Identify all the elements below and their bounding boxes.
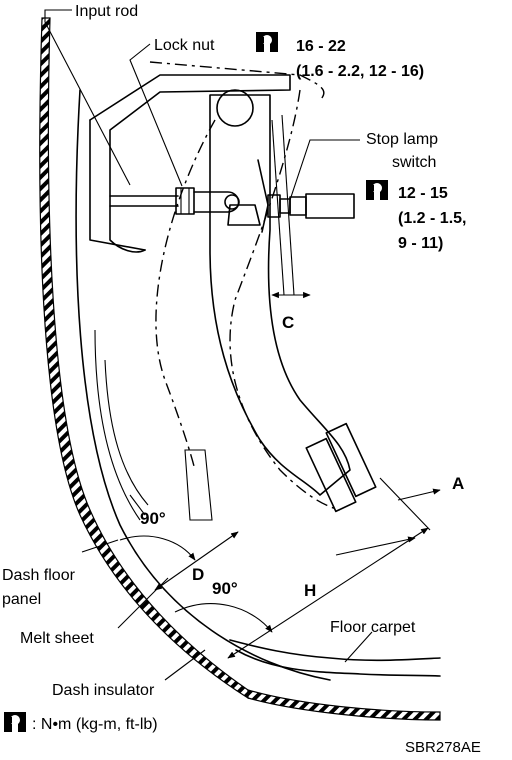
label-input-rod: Input rod [75, 3, 138, 20]
label-dim-c: C [282, 313, 294, 332]
label-stop-lamp-torque-alt1: (1.2 - 1.5, [398, 210, 466, 227]
label-angle-upper: 90° [140, 509, 166, 528]
torque-wrench-icon [366, 180, 388, 200]
label-dash-floor-1: Dash floor [2, 567, 76, 584]
torque-wrench-icon [4, 712, 26, 732]
stop-lamp-switch [257, 159, 355, 233]
label-floor-carpet: Floor carpet [330, 619, 416, 636]
dimension-h [227, 527, 429, 659]
label-stop-lamp-1: Stop lamp [366, 131, 438, 148]
label-lock-nut-torque: 16 - 22 [296, 38, 346, 55]
label-lock-nut: Lock nut [154, 37, 215, 54]
pedal-bracket [89, 74, 291, 253]
torque-wrench-icon [256, 32, 278, 52]
label-dash-floor-2: panel [2, 591, 41, 608]
label-dim-a: A [452, 474, 464, 493]
pedal-phantom-lines [149, 61, 341, 521]
label-dim-h: H [304, 581, 316, 600]
dash-insulator-layer [75, 89, 331, 681]
leader-lines [44, 9, 373, 681]
dimension-c [271, 114, 311, 299]
brake-pedal-arm [209, 89, 377, 513]
label-stop-lamp-torque: 12 - 15 [398, 185, 448, 202]
label-lock-nut-torque-alt: (1.6 - 2.2, 12 - 16) [296, 63, 424, 80]
dimension-d [119, 494, 273, 633]
dash-floor-panel [39, 17, 441, 721]
figure-code: SBR278AE [405, 739, 481, 756]
label-melt-sheet: Melt sheet [20, 630, 94, 647]
legend-units: : N•m (kg-m, ft-lb) [32, 716, 158, 733]
label-dash-insulator: Dash insulator [52, 682, 155, 699]
input-rod-assembly [109, 187, 240, 215]
label-angle-lower: 90° [212, 579, 238, 598]
label-stop-lamp-torque-alt2: 9 - 11) [398, 235, 443, 252]
label-stop-lamp-2: switch [392, 154, 436, 171]
dimension-a [335, 477, 441, 556]
label-dim-d: D [192, 565, 204, 584]
